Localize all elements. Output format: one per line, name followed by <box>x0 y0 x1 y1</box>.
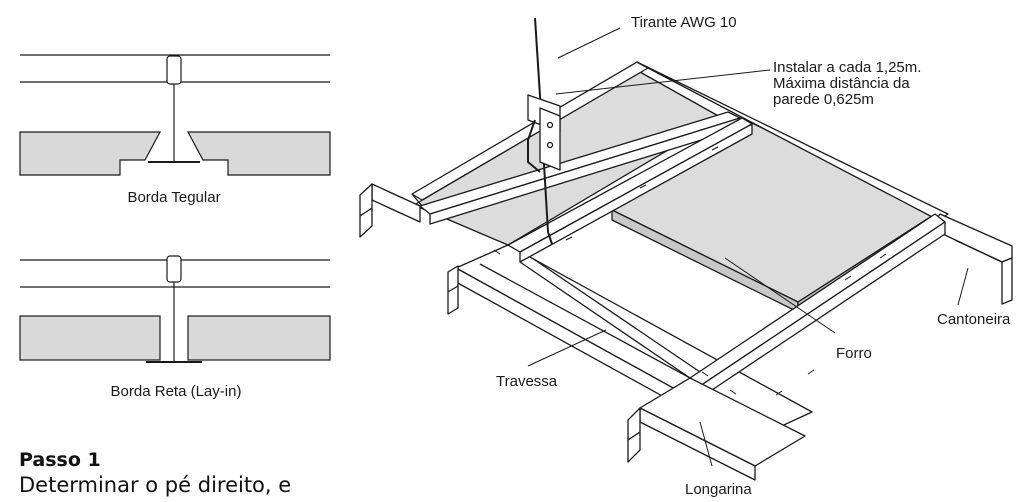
label-instalar-3: parede 0,625m <box>773 91 874 108</box>
label-instalar-1: Instalar a cada 1,25m. <box>773 59 921 76</box>
ceiling-grid-illustration <box>359 17 1013 481</box>
label-cantoneira: Cantoneira <box>937 311 1011 328</box>
reta-caption: Borda Reta (Lay-in) <box>111 383 242 400</box>
label-tirante: Tirante AWG 10 <box>631 14 737 31</box>
callout-leaders <box>527 27 969 467</box>
step-title: Passo 1 <box>19 449 101 471</box>
label-forro: Forro <box>836 345 872 362</box>
reta-edge-detail <box>19 255 331 363</box>
step-section: Passo 1 Determinar o pé direito, e <box>19 448 339 498</box>
label-longarina: Longarina <box>685 481 752 498</box>
label-instalar-2: Máxima distância da <box>773 75 910 92</box>
tirante-hanger <box>527 17 561 245</box>
tegular-caption: Borda Tegular <box>127 189 220 206</box>
step-text: Determinar o pé direito, e <box>19 473 292 497</box>
label-travessa: Travessa <box>496 373 558 390</box>
tegular-edge-detail <box>19 54 331 176</box>
